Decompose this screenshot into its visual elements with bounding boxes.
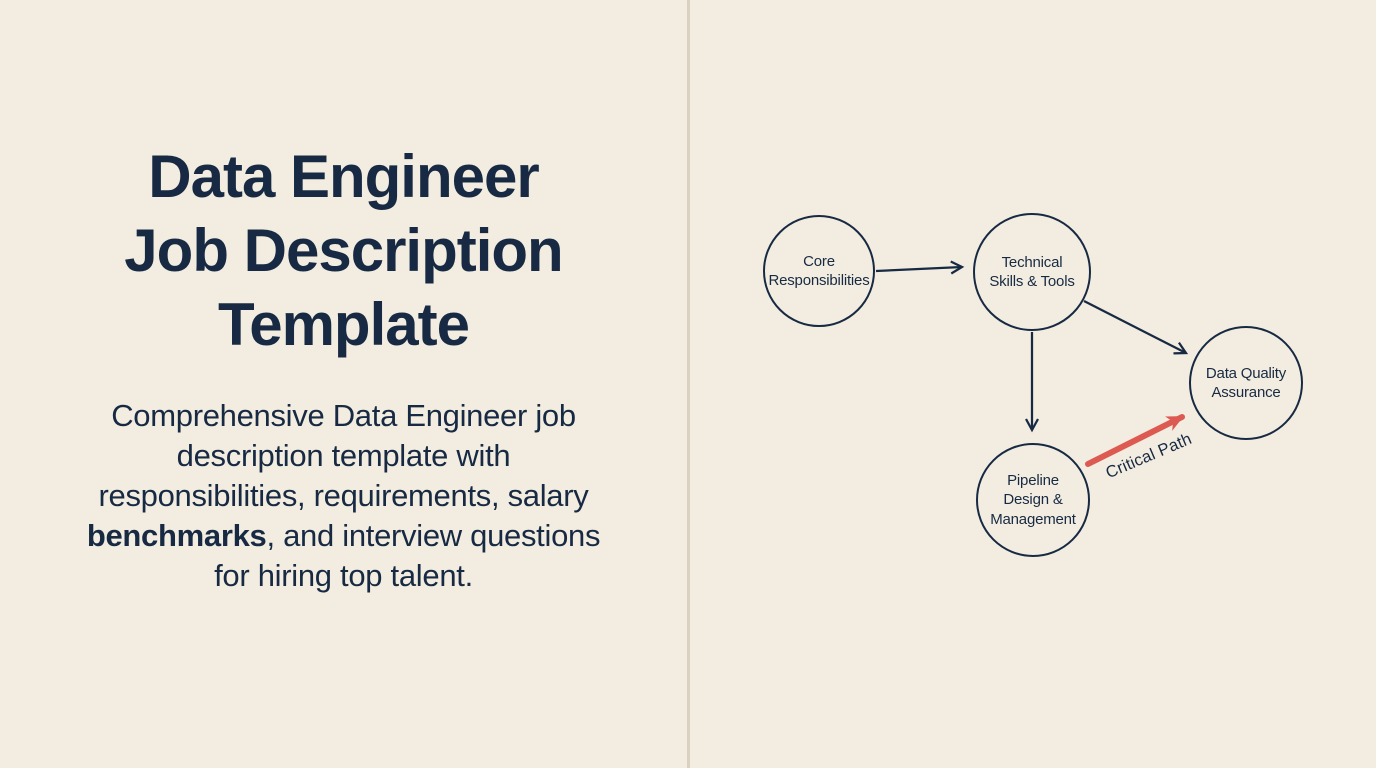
- title-line-2: Job Description: [124, 217, 563, 284]
- node-technical-skills-tools: Technical Skills & Tools: [973, 213, 1091, 331]
- node-data-quality-assurance: Data Quality Assurance: [1189, 326, 1303, 440]
- title-line-1: Data Engineer: [148, 143, 539, 210]
- page-subtitle: Comprehensive Data Engineer job descript…: [84, 396, 604, 596]
- panel-divider: [687, 0, 690, 768]
- edge-core-to-technical: [875, 260, 965, 275]
- node-pipeline-design-management-label: Pipeline Design & Management: [990, 471, 1076, 528]
- node-core-responsibilities: Core Responsibilities: [763, 215, 875, 327]
- flow-diagram: Core Responsibilities Technical Skills &…: [690, 0, 1376, 768]
- node-technical-skills-tools-label: Technical Skills & Tools: [989, 253, 1075, 291]
- node-core-responsibilities-label: Core Responsibilities: [768, 252, 870, 290]
- title-line-3: Template: [218, 291, 470, 358]
- page-title: Data Engineer Job Description Template: [0, 140, 687, 362]
- edge-critical-pipeline-to-quality: [1085, 414, 1185, 467]
- subtitle-bold-word: benchmarks: [86, 518, 267, 553]
- diagram-edges: [875, 260, 1189, 467]
- subtitle-text-start: Comprehensive Data Engineer job descript…: [98, 398, 589, 513]
- text-panel: Data Engineer Job Description Template C…: [0, 0, 687, 768]
- node-pipeline-design-management: Pipeline Design & Management: [976, 443, 1090, 557]
- subtitle-text-end: , and interview questions for hiring top…: [214, 518, 601, 593]
- node-data-quality-assurance-label: Data Quality Assurance: [1205, 364, 1287, 402]
- edge-technical-to-quality: [1083, 299, 1189, 355]
